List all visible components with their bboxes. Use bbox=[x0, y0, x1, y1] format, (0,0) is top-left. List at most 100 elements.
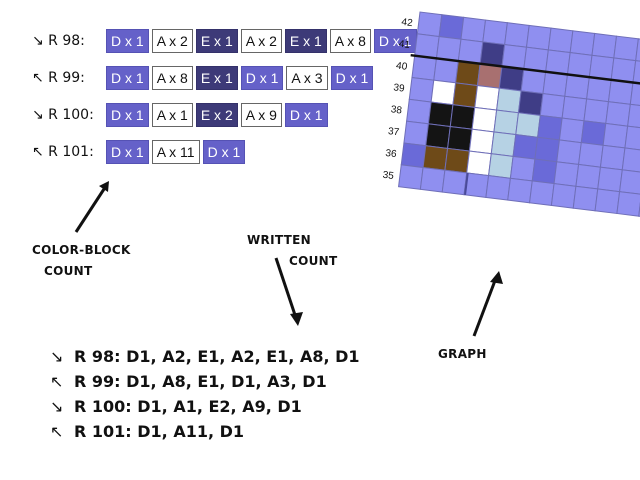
color-block-chip: D x 1 bbox=[284, 103, 328, 127]
graph-cell bbox=[430, 79, 457, 106]
graph-cell bbox=[534, 136, 561, 163]
color-block-chip: D x 1 bbox=[106, 103, 149, 127]
graph-cell bbox=[501, 44, 528, 70]
graph-cell bbox=[624, 125, 640, 152]
row-direction-arrow: ↘ bbox=[50, 397, 64, 416]
graph-row-number: 37 bbox=[387, 126, 400, 138]
written-callout-line2: COUNT bbox=[289, 254, 338, 268]
row-label: ↘ R 98: bbox=[32, 33, 85, 49]
graph-cell bbox=[597, 166, 623, 193]
graph-cell bbox=[605, 101, 631, 127]
color-block-chip: E x 2 bbox=[195, 103, 238, 127]
graph-cell bbox=[447, 125, 473, 152]
graph-cell bbox=[496, 87, 522, 114]
graph-cell bbox=[419, 166, 446, 193]
color-block-chip: D x 1 bbox=[202, 140, 246, 164]
row-direction-arrow: ↖ bbox=[50, 422, 64, 441]
graph-cell bbox=[547, 27, 574, 54]
written-row-99: ↖ R 99: D1, A8, E1, D1, A3, D1 bbox=[50, 369, 360, 394]
graph-cell bbox=[588, 54, 615, 81]
graph-cell bbox=[561, 95, 588, 122]
graph-cell bbox=[476, 63, 503, 89]
graph-cell bbox=[403, 120, 429, 147]
graph-cell bbox=[422, 145, 449, 171]
graph-cell bbox=[515, 112, 541, 138]
graph-cell bbox=[504, 22, 530, 48]
graph-cell bbox=[452, 82, 479, 108]
color-block-chip: A x 2 bbox=[240, 29, 282, 53]
graph-cell bbox=[397, 164, 424, 190]
graph-cell bbox=[531, 158, 558, 185]
graph-cell bbox=[525, 24, 552, 51]
graph-cell bbox=[629, 81, 640, 108]
graph-cell bbox=[498, 65, 525, 92]
color-block-chip: D x 1 bbox=[330, 66, 374, 90]
graph-cell bbox=[558, 117, 585, 144]
row-direction-arrow: ↘ bbox=[50, 347, 64, 366]
graph-cell bbox=[406, 98, 432, 125]
graph-row-number: 36 bbox=[385, 148, 398, 160]
written-row-text: R 99: D1, A8, E1, D1, A3, D1 bbox=[74, 372, 327, 391]
graph-cell bbox=[529, 180, 555, 207]
written-row-98: ↘ R 98: D1, A2, E1, A2, E1, A8, D1 bbox=[50, 344, 360, 369]
graph-row-number: 38 bbox=[390, 104, 403, 116]
graph-cell bbox=[566, 52, 593, 78]
graph-cell bbox=[607, 79, 634, 105]
graph-cell bbox=[449, 104, 476, 130]
color-block-callout-line1: COLOR-BLOCK bbox=[32, 243, 131, 257]
graph-cell bbox=[457, 38, 484, 65]
graph-cell bbox=[578, 142, 604, 168]
graph-cell bbox=[635, 38, 640, 64]
graph-cell bbox=[545, 49, 571, 75]
graph-cell bbox=[572, 185, 599, 212]
graph-cell bbox=[509, 155, 536, 182]
graph-cell bbox=[523, 46, 549, 73]
arrow-graph bbox=[472, 277, 498, 337]
graph-cell bbox=[460, 16, 487, 43]
graph-cell bbox=[414, 33, 440, 59]
graph-row-number: 35 bbox=[382, 170, 395, 182]
color-block-chip: A x 2 bbox=[151, 29, 193, 53]
written-row-100: ↘ R 100: D1, A1, E2, A9, D1 bbox=[50, 394, 360, 419]
graph-cell bbox=[613, 35, 639, 62]
graph-cell bbox=[520, 68, 547, 95]
graph-cell bbox=[586, 76, 612, 103]
row-label: ↘ R 100: bbox=[32, 107, 94, 123]
graph-cell bbox=[474, 84, 500, 111]
graph-row-number: 42 bbox=[401, 17, 414, 29]
written-count-list: ↘ R 98: D1, A2, E1, A2, E1, A8, D1 ↖ R 9… bbox=[50, 344, 360, 444]
graph-divider bbox=[464, 172, 469, 195]
arrow-written bbox=[274, 257, 298, 319]
arrow-color-block bbox=[74, 185, 108, 233]
graph-cell bbox=[427, 101, 454, 128]
graph-cell bbox=[416, 11, 443, 38]
graph-cell bbox=[468, 128, 495, 155]
color-block-chip: D x 1 bbox=[373, 29, 417, 53]
graph-callout: GRAPH bbox=[438, 347, 487, 361]
graph-cell bbox=[512, 134, 539, 160]
graph-cell bbox=[488, 153, 514, 179]
graph-cell bbox=[583, 98, 610, 125]
graph-row-number: 40 bbox=[395, 61, 408, 73]
color-block-chip: A x 8 bbox=[151, 66, 193, 90]
graph-cell bbox=[493, 109, 520, 136]
arrow-graph-head bbox=[490, 271, 503, 284]
color-block-callout-line2: COUNT bbox=[44, 264, 93, 278]
written-callout-line1: WRITTEN bbox=[247, 233, 311, 247]
graph-cell bbox=[627, 103, 640, 130]
graph-cell bbox=[400, 142, 427, 169]
graph-cell bbox=[553, 161, 580, 187]
graph-cell bbox=[444, 147, 470, 174]
graph-cell bbox=[490, 131, 517, 157]
graph-cell bbox=[616, 191, 640, 217]
graph-cell bbox=[482, 19, 508, 46]
row-divider-line bbox=[410, 53, 640, 95]
row-direction-arrow: ↖ bbox=[50, 372, 64, 391]
graph-cell bbox=[425, 123, 451, 149]
